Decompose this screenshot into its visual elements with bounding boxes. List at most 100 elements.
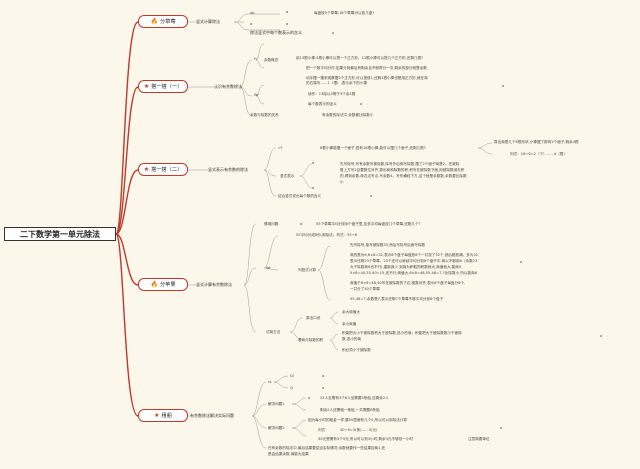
b5-solve2[interactable]: 解决问题2 (268, 426, 285, 430)
b5-s2c: 30÷9=3(条)……3(元) (340, 428, 378, 432)
b5-a2: a (322, 386, 325, 390)
b1-sub-meaning[interactable]: 除法竖式中每个数表示的含义 (250, 30, 302, 35)
b4-step2b: 表示还剩23个草莓。23个还可以继续平均分到8个盘子中,商以不够用6（余数23 (350, 259, 478, 263)
b4-m3: 积必须小于被除数 (342, 348, 371, 352)
b2-q2: 把一个数平均分时,如果分到最后有剩余且不够再分一次,剩余的部分就是余数 (306, 66, 427, 70)
b3-a1: a (312, 161, 315, 165)
branch-label: 搭一搭（一） (151, 84, 183, 90)
branch-zu-chuan[interactable]: ★ 租船 (138, 409, 188, 422)
b1-a3: a (286, 22, 289, 26)
b4-m1: 乘法口诀 (306, 316, 321, 320)
b2-a2: a (502, 84, 505, 88)
b1-a1: a (286, 10, 289, 14)
b4-step2a: 商的是为6,6×8=32,表示8个盘子每盘放6个一共放了32个,然后都放满。多为… (350, 253, 480, 257)
b3-ans1: 算出商是几个6根形状,小棒摆了那有2个面子,剩余4根 (494, 140, 579, 144)
b2-meaning: 每个数表示的含义 (308, 102, 337, 106)
star-icon: ★ (143, 165, 150, 173)
b3-v1: 先写除号,写有余数写被除数,除号外后例写除数,摆了2个面子商是2。在被除 (340, 162, 460, 166)
b2-read-line: 读作：13除以4等于3个余1根 (308, 92, 356, 96)
b2-tag-w: Wr (254, 93, 259, 97)
fire-icon: 🔥 (150, 17, 158, 25)
b2-sub[interactable]: 认识有余数除法 (214, 84, 242, 89)
b4-col1: 55平均分成8份,用除法。列式：55÷8 (296, 233, 357, 237)
b4-step3b: 一共分了40个草莓 (350, 287, 380, 291)
b1-a2: a (250, 22, 253, 26)
connector-root-b5 (115, 233, 139, 417)
b4-m2: 看商与除数的积 (298, 338, 324, 342)
b1-sub-vertical-division[interactable]: 竖式计算除法 (196, 19, 220, 24)
branch-da-yi-da-1[interactable]: ★ 搭一搭（一） (138, 80, 188, 93)
b2-q3a: 动手摆一摆来观察摆3个正方形,可以搭成1,还剩1根小棒也是用正方形,就在商 (306, 76, 428, 80)
star-icon: ★ (143, 82, 150, 90)
branch-label: 租船 (161, 413, 172, 419)
b4-m2a: 积能把大小于被除数积大于被除数,选小的商；积能把大于被除数数小于被除 (342, 331, 462, 335)
b3-combo: 结合竖式说出每个数的含义 (278, 194, 322, 198)
b4-step4: 55-48=7,余数是7,表示还剩7个草莓不够平均分到8个盘子 (350, 297, 444, 301)
branch-da-yi-da-2[interactable]: ★ 搭一搭（二） (138, 163, 188, 176)
b1-ab: ab (250, 11, 255, 15)
b5-a3: a (308, 396, 311, 400)
b3-sub[interactable]: 竖式表示有余数的除法 (208, 167, 248, 172)
b3-v2: 数上方写2且要数位对齐,算出商和除数的积,积写在被除数下面,用被除数减去积 (340, 168, 465, 172)
b5-a4: a (500, 426, 503, 430)
b5-s2d: 30元是需有3个9元,所以可以划3小时,剩余3元不够划一小时 (318, 437, 414, 441)
b4-method-label[interactable]: 试商方法 (266, 330, 281, 334)
b3-ans2: 列式：16÷6=2（个）……4（根） (510, 152, 567, 156)
b4-a1: a (300, 222, 303, 226)
b4-step3a: 商值于8×6=48,40写在被除数的下边,被数对齐,表示8个盘子每盘分6个, (350, 281, 466, 285)
branch-label: 搭一搭（二） (151, 167, 183, 173)
b4-m1b: 余小商值 (342, 322, 357, 326)
b5-q1: Qi (290, 374, 294, 378)
b4-a3: a (600, 334, 603, 338)
b3-a2: a (312, 186, 315, 190)
b2-q1: 用13根小棒,4根小棒可以搭一个正方形。13根小棒可以搭几个正方形,还剩几根? (296, 56, 424, 60)
b2-q3b: 的右端写……1（根）,表示余下的小棒 (306, 81, 367, 85)
branch-label: 分草莓 (159, 19, 176, 25)
b5-q2: Q (290, 386, 293, 390)
b5-s1b: 剩余2人还需租一条船,一共需要6条船 (320, 408, 380, 412)
b1-a4: a (332, 31, 335, 35)
connector-root-b3 (115, 169, 139, 235)
b3-a3: a (370, 194, 373, 198)
b2-a1: a (360, 102, 363, 106)
b3-v4: 小 (340, 180, 344, 184)
b5-s1a: 22人至需有3个6人至需要5条船,还剩余2人 (320, 396, 389, 400)
b2-key-concept[interactable]: 余数概念 (264, 58, 279, 62)
root-topic[interactable]: 二下数学第一单元除法 (4, 227, 116, 241)
b5-sub[interactable]: 有余数除法解决实际问题 (190, 413, 234, 418)
b2-rel-text: 有余数的除法中,余数都比除数小 (322, 113, 374, 117)
b4-tag: Wr (266, 266, 271, 270)
b4-calc-label[interactable]: 列竖式计算 (298, 268, 316, 272)
connector-root-b4 (115, 233, 139, 286)
b5-s2b: 列式 (318, 428, 326, 432)
b5-a1: a (322, 374, 325, 378)
b5-tag1: rs (268, 380, 272, 384)
branch-fen-caomei[interactable]: 🔥 分草莓 (138, 15, 188, 28)
b3-vert-label[interactable]: 竖式表示 (280, 174, 295, 178)
b5-s3b: 是会结果余数,商能为结果 (268, 452, 309, 456)
b4-m1a: 余大商值大 (342, 310, 360, 314)
branch-label: 分苹果 (159, 282, 176, 288)
b4-q-text: 55个草莓平均分到8个盘子里,至多平均每盘放几个草莓,还剩几个? (316, 222, 421, 226)
b4-q-label[interactable]: 情境问题 (264, 222, 279, 226)
b1-question[interactable]: 每盘放5个草莓,18个草莓可以放几盘? (314, 11, 375, 15)
b4-step1: 先写除号,接写被除数55,然后写除号后面写除数 (350, 243, 426, 247)
b5-s3a: 在有余数的除法中,最后结果要结合实际情况,余数就要作一些结果加商1,还 (268, 446, 386, 450)
b4-m2b: 数,选小的商 (342, 337, 362, 341)
fire-icon: 🔥 (150, 280, 158, 288)
connector-root-b2 (115, 86, 139, 235)
connector-root-b1 (115, 21, 139, 235)
b3-q1[interactable]: 6根小棒能摆一个面子,现有16根小棒,能可以摆几个面子,还剩几根? (320, 146, 426, 150)
b5-s2a: 因为每小时的租金一样,要50里面有几个5,所以可以用除法计算 (308, 418, 407, 422)
b4-step2d: 5×8=40,55-40=15,还不行,商值大,6×8=48,55-48=7,7… (350, 271, 477, 275)
star-icon: ★ (154, 411, 160, 419)
branch-fen-pingguo[interactable]: 🔥 分苹果 (138, 278, 188, 291)
b4-sub[interactable]: 竖式计算有余数除法 (196, 282, 232, 287)
b2-tag-f: f√ (254, 57, 258, 61)
b2-rel-label[interactable]: 余数与除数的关系 (250, 113, 279, 117)
b4-step2c: 大于除数商6也不行),重新减少,到商为积取的积数就大,商值就大,能商5, (350, 265, 463, 269)
b4-a2: a (520, 260, 523, 264)
b3-tag: √Y (278, 146, 283, 150)
b5-solve1[interactable]: 解决问题1 (268, 402, 285, 406)
